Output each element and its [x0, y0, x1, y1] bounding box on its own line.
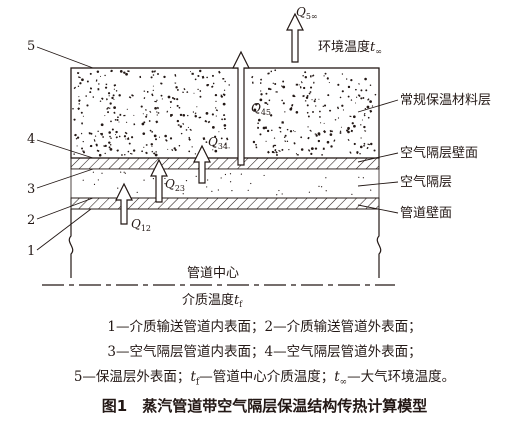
surface-4-leader — [36, 139, 94, 159]
q34-arrow — [193, 144, 211, 184]
pipe-wall-label: 管道壁面 — [400, 206, 452, 221]
q5-arrow — [286, 12, 304, 63]
caption-symbol-tinf-sub: ∞ — [339, 377, 348, 388]
q23-label: Q23 — [165, 177, 185, 193]
centerline-label: 管道中心 — [187, 266, 239, 281]
left-break-line — [68, 209, 74, 278]
insulation-leader — [357, 99, 399, 113]
q34-label: Q34 — [208, 135, 228, 151]
surface-number-4: 4 — [27, 132, 35, 147]
insulation-layer-label: 常规保温材料层 — [400, 93, 491, 108]
caption-line-3-suffix: —大气环境温度。 — [347, 369, 456, 385]
heat-transfer-diagram: Q5∞ Q45 Q34 Q23 Q12 环境温度t∞ 常规保温材料层 空气隔层壁… — [27, 5, 491, 309]
air-gap-wall — [70, 157, 380, 170]
q45-label: Q45 — [251, 101, 271, 117]
insulation-speckle — [72, 69, 377, 157]
surface-number-5: 5 — [27, 39, 35, 54]
medium-temperature-label: 介质温度tf — [182, 292, 243, 309]
q5-label: Q5∞ — [296, 5, 318, 21]
air-layer — [70, 168, 380, 199]
caption-line-3: 5—保温层外表面；tf—管道中心介质温度；t∞—大气环境温度。 — [0, 368, 529, 392]
surface-number-1: 1 — [27, 244, 35, 259]
caption-line-2: 3—空气隔层管道内表面；4—空气隔层管道外表面； — [107, 344, 422, 360]
air-wall-label: 空气隔层壁面 — [400, 145, 478, 161]
air-layer-label: 空气隔层 — [400, 174, 452, 190]
q45-arrow — [232, 50, 250, 166]
q23-arrow — [150, 158, 168, 203]
surface-number-2: 2 — [27, 213, 35, 228]
figure-title: 图1 蒸汽管道带空气隔层保温结构传热计算模型 — [101, 397, 428, 415]
ambient-temperature-label: 环境温度t∞ — [318, 39, 382, 56]
surface-1-leader — [36, 208, 92, 251]
air-layer-dots — [82, 171, 372, 196]
q12-arrow — [115, 182, 133, 225]
right-break-line — [376, 209, 382, 278]
caption-line-3-mid: —管道中心介质温度； — [199, 369, 335, 385]
surface-2-leader — [36, 197, 94, 220]
q12-label: Q12 — [131, 217, 151, 233]
pipe-wall-leader — [357, 204, 399, 214]
caption-symbol-tf: t — [190, 369, 196, 385]
surface-3-leader — [36, 168, 94, 189]
caption-symbol-tinf: t — [334, 369, 340, 385]
air-wall-leader — [357, 152, 399, 163]
caption-symbol-tf-sub: f — [195, 377, 200, 388]
air-layer-leader — [357, 181, 399, 187]
pipe-wall — [70, 197, 380, 210]
caption-line-3-prefix: 5—保温层外表面； — [73, 369, 191, 385]
surface-number-3: 3 — [27, 182, 35, 197]
caption-line-1: 1—介质输送管道内表面；2—介质输送管道外表面； — [107, 319, 422, 335]
surface-5-leader — [36, 46, 94, 69]
